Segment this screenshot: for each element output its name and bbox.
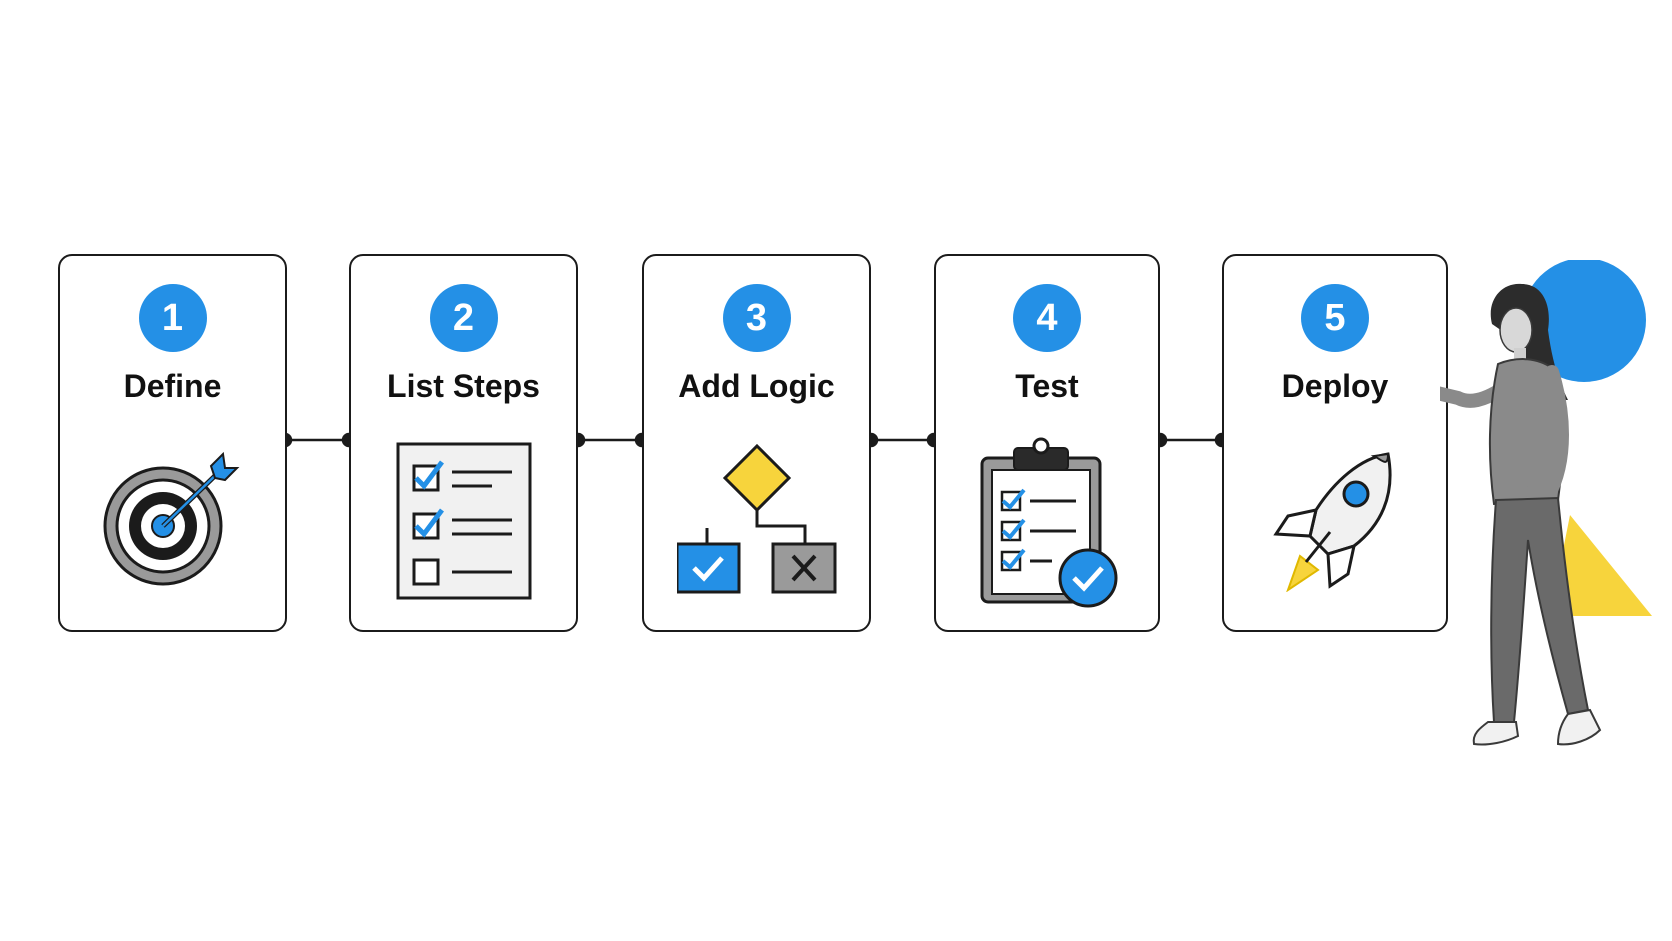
step-number-badge: 2 [429,284,498,352]
step-title: Define [123,368,222,404]
step-card-list-steps: 2 List Steps [349,254,578,632]
step-title: Deploy [1281,368,1389,404]
step-title: List Steps [387,368,540,404]
presenter-illustration [1440,260,1652,746]
step-card-test: 4 Test [934,254,1160,632]
step-title: Add Logic [678,368,835,404]
step-number-badge: 1 [138,284,207,352]
step-number-badge: 5 [1301,284,1369,352]
step-card-add-logic: 3 Add Logic [642,254,871,632]
clipboard-check-icon [972,436,1122,617]
rocket-icon [1270,452,1400,597]
step-card-deploy: 5 Deploy [1222,254,1448,632]
decorative-yellow-triangle [1550,515,1652,616]
step-card-define: 1 Define [58,254,287,632]
decorative-blue-circle [1522,260,1646,382]
target-icon [103,446,243,591]
step-number-badge: 4 [1013,284,1081,352]
step-title: Test [1015,368,1079,404]
step-number-badge: 3 [722,284,791,352]
checklist-icon [396,442,532,607]
flowchart-icon [675,443,837,609]
